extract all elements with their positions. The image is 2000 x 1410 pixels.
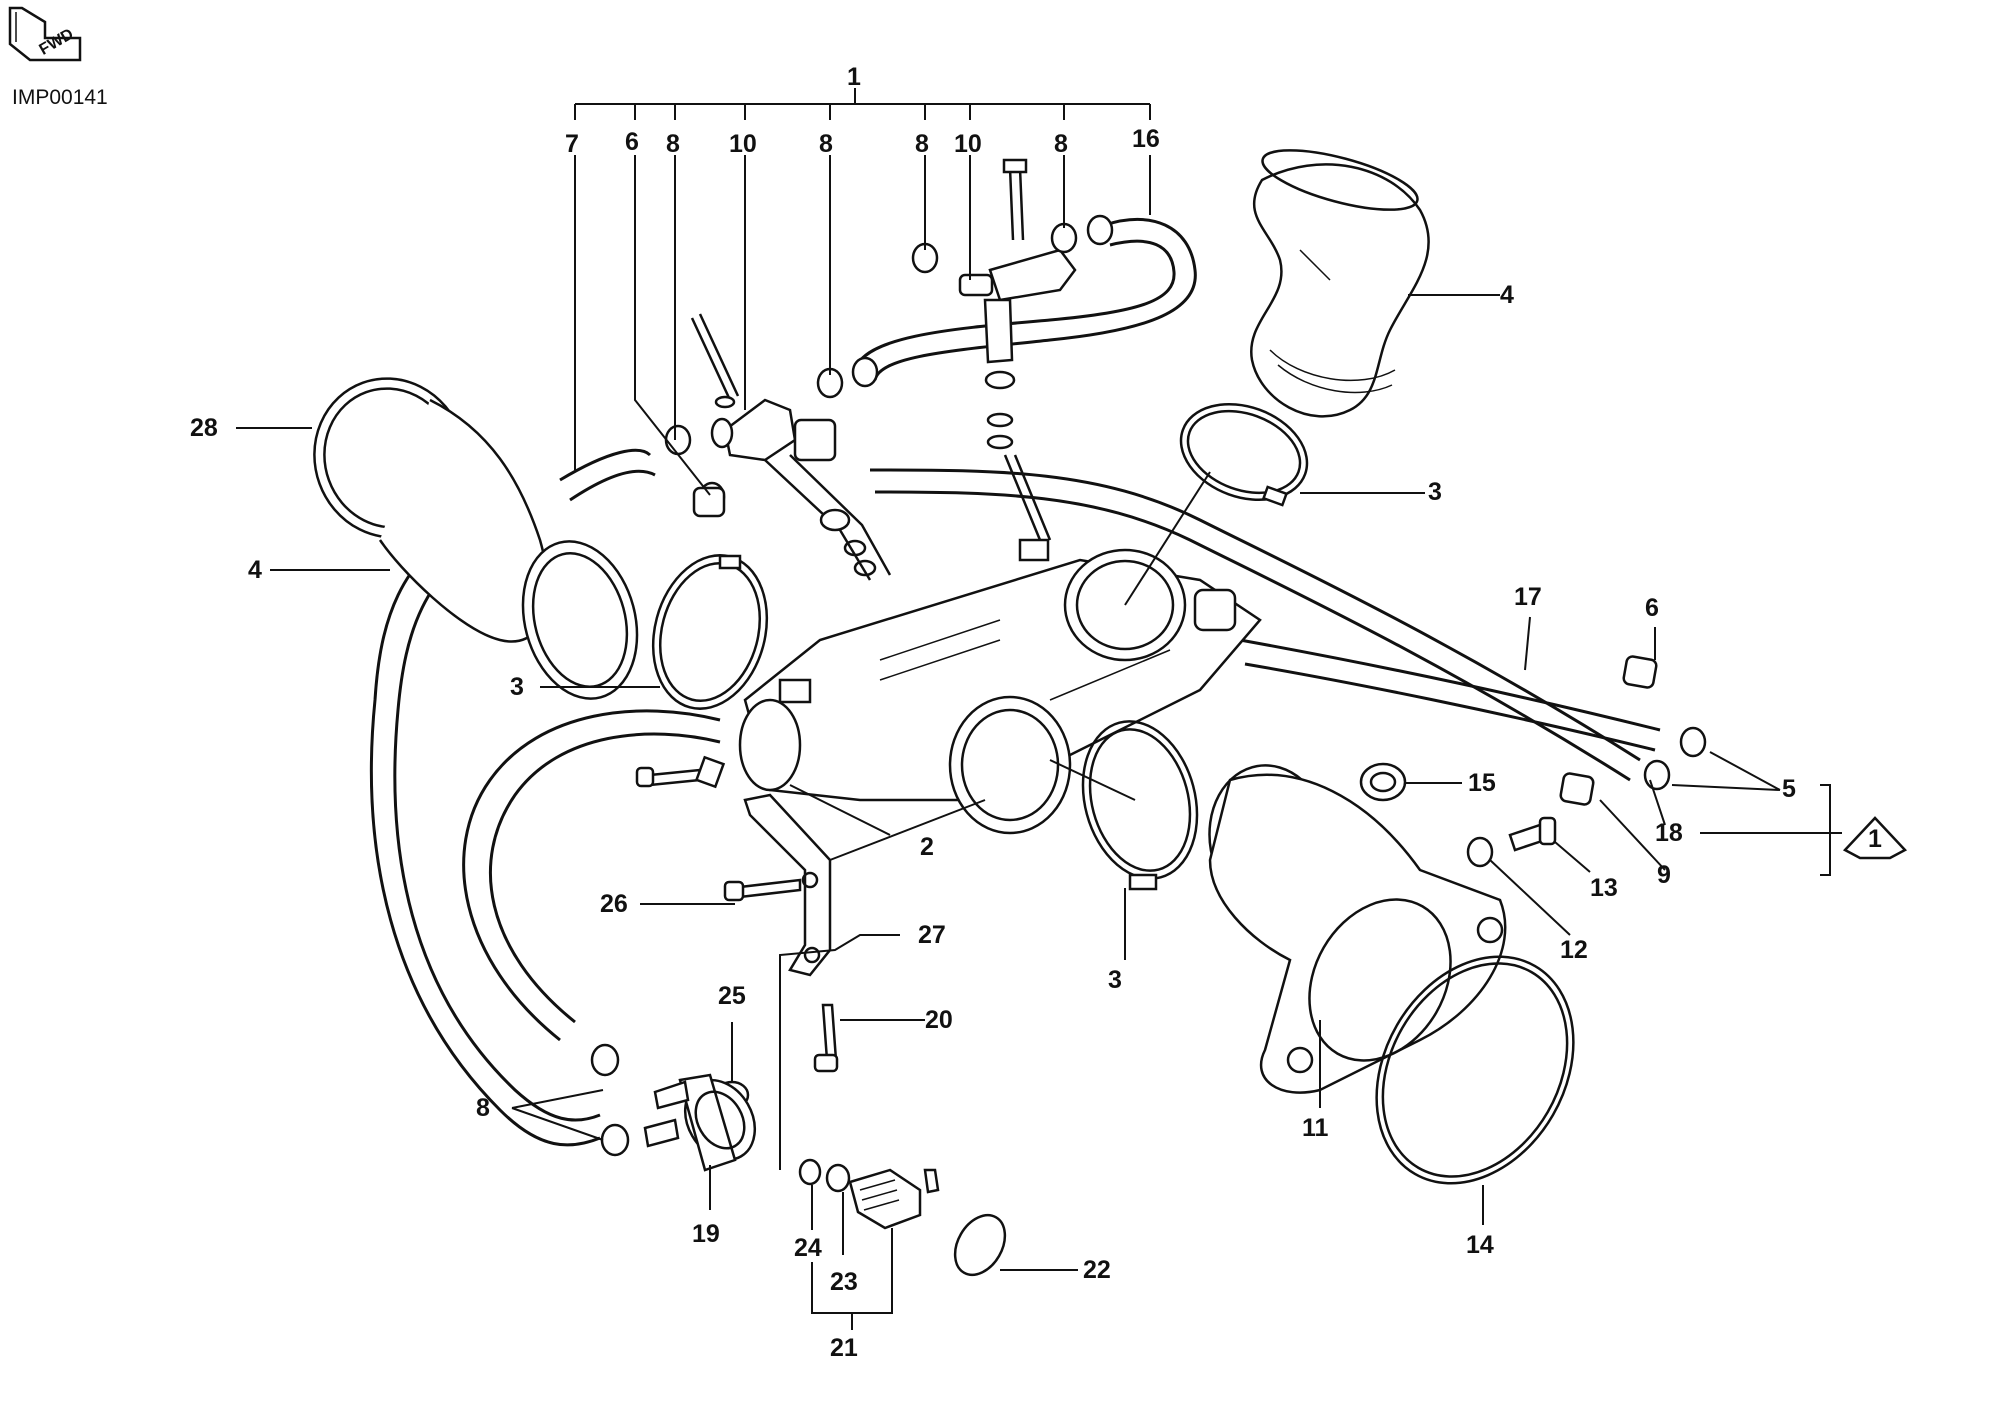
clamp-3-left bbox=[651, 554, 769, 710]
callout-4-left: 4 bbox=[248, 556, 262, 584]
callout-20: 20 bbox=[925, 1006, 953, 1034]
small-clamps-top bbox=[664, 214, 1114, 513]
callout-3-lower: 3 bbox=[1108, 966, 1122, 994]
cap-9 bbox=[1559, 772, 1595, 806]
callout-7: 7 bbox=[565, 130, 579, 158]
callout-labels: 1 7 6 8 10 8 8 10 8 16 28 4 4 3 3 3 17 6… bbox=[190, 63, 1882, 1362]
callout-1-triangle: 1 bbox=[1868, 825, 1882, 853]
callout-8-c: 8 bbox=[915, 130, 929, 158]
callout-21: 21 bbox=[830, 1334, 858, 1362]
air-boot-4-right bbox=[1250, 149, 1430, 418]
circlip-22 bbox=[953, 1213, 1007, 1277]
cap-6-right bbox=[1622, 655, 1658, 689]
clamp-3-lower bbox=[1081, 720, 1199, 891]
callout-14: 14 bbox=[1466, 1231, 1494, 1259]
callout-11: 11 bbox=[1302, 1114, 1329, 1142]
callout-24: 24 bbox=[794, 1234, 822, 1262]
callout-4-right: 4 bbox=[1500, 281, 1514, 309]
o-ring-14 bbox=[1375, 955, 1575, 1185]
callout-9: 9 bbox=[1657, 861, 1671, 889]
callout-8-d: 8 bbox=[1054, 130, 1068, 158]
washer-12 bbox=[1466, 836, 1494, 868]
screw-20 bbox=[813, 1003, 839, 1073]
spacer-15 bbox=[1359, 762, 1407, 802]
reference-triangle-icon bbox=[1842, 816, 1908, 860]
callout-22: 22 bbox=[1083, 1256, 1111, 1284]
callout-28: 28 bbox=[190, 414, 218, 442]
o-ring-24 bbox=[798, 1158, 822, 1186]
callout-17: 17 bbox=[1514, 583, 1542, 611]
callout-6-top: 6 bbox=[625, 128, 639, 156]
callout-10-a: 10 bbox=[729, 130, 757, 158]
callout-6-right: 6 bbox=[1645, 594, 1659, 622]
thermostat-housing-19 bbox=[590, 1043, 757, 1172]
callout-8-bottom: 8 bbox=[476, 1094, 490, 1122]
o-ring-23 bbox=[825, 1163, 851, 1193]
callout-19: 19 bbox=[692, 1220, 720, 1248]
callout-2: 2 bbox=[920, 833, 934, 861]
callout-26: 26 bbox=[600, 890, 628, 918]
callout-1-top: 1 bbox=[847, 63, 861, 91]
bracket-27 bbox=[743, 793, 832, 977]
callout-27: 27 bbox=[918, 921, 946, 949]
callout-25: 25 bbox=[718, 982, 746, 1010]
leader-lines bbox=[236, 88, 1842, 1330]
callout-13: 13 bbox=[1590, 874, 1618, 902]
callout-3-upper: 3 bbox=[1428, 478, 1442, 506]
clamps-5 bbox=[1643, 726, 1707, 791]
air-boot-4-left bbox=[313, 377, 639, 700]
cap-6-left bbox=[692, 486, 726, 518]
hose-17-18 bbox=[869, 468, 1661, 782]
callout-10-b: 10 bbox=[954, 130, 982, 158]
hose-left-loop bbox=[462, 709, 721, 1042]
hose-7 bbox=[369, 448, 656, 1147]
fuel-rail-right bbox=[958, 158, 1077, 541]
throttle-body-2 bbox=[738, 538, 1262, 835]
callout-18: 18 bbox=[1655, 819, 1683, 847]
sensor-21 bbox=[848, 1168, 940, 1230]
fuel-rail-left bbox=[690, 313, 892, 581]
callout-5: 5 bbox=[1782, 775, 1796, 803]
fwd-arrow-icon: FWD bbox=[8, 6, 82, 62]
callout-16: 16 bbox=[1132, 125, 1160, 153]
diagram-code: IMP00141 bbox=[12, 86, 108, 109]
screw-small-left bbox=[635, 755, 726, 789]
screw-26 bbox=[723, 878, 802, 902]
callout-8-b: 8 bbox=[819, 130, 833, 158]
intake-manifold-11 bbox=[1208, 764, 1507, 1094]
callout-12: 12 bbox=[1560, 936, 1588, 964]
callout-15: 15 bbox=[1468, 769, 1496, 797]
callout-3-left: 3 bbox=[510, 673, 524, 701]
callout-8-a: 8 bbox=[666, 130, 680, 158]
screw-13 bbox=[1508, 816, 1557, 852]
hose-16 bbox=[853, 217, 1197, 381]
callout-23: 23 bbox=[830, 1268, 858, 1296]
clamp-3-upper bbox=[1179, 402, 1309, 507]
